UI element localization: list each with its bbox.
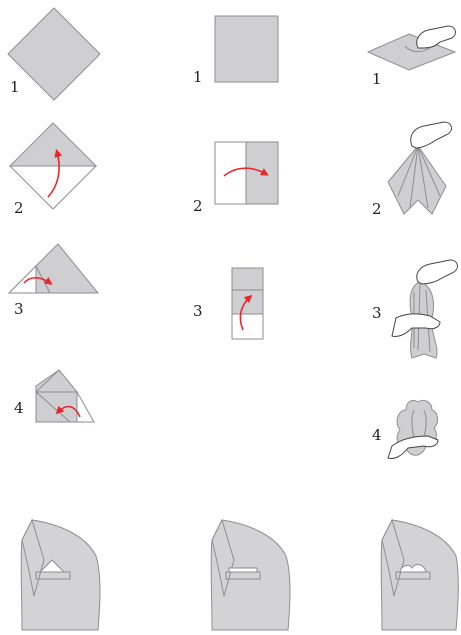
column2-step2: 2 [193, 142, 278, 215]
pocket-square-flat [229, 568, 257, 572]
folded-top [36, 370, 77, 392]
step-number: 4 [372, 426, 382, 444]
step-number: 3 [14, 300, 24, 318]
jacket-triangle-fold [21, 520, 100, 630]
hand-icon [411, 122, 452, 148]
cloth-bottom-band [232, 314, 263, 339]
folded-flap-left [9, 266, 36, 293]
column3-step3: 3 [372, 260, 457, 358]
column3-step2: 2 [372, 122, 451, 218]
folded-flap-right [77, 392, 94, 422]
hand-icon [417, 26, 456, 48]
step-number: 1 [193, 68, 203, 86]
step-number: 2 [372, 200, 382, 218]
step-number: 1 [372, 70, 382, 88]
step-number: 1 [10, 78, 20, 96]
column3-step4: 4 [372, 400, 438, 458]
cloth-upper-half [10, 123, 96, 166]
square-cloth [215, 16, 278, 82]
step-number: 2 [193, 197, 203, 215]
cloth-middle-band [232, 290, 263, 314]
cloth-top-band [232, 268, 263, 290]
column2-step1: 1 [193, 16, 278, 86]
hand-icon [417, 260, 458, 284]
column3-step1: 1 [368, 26, 455, 88]
cloth-left-half [215, 142, 246, 204]
square-cloth-diamond [8, 8, 100, 100]
jacket-puff-fold [381, 520, 458, 630]
column1-step1: 1 [8, 8, 100, 100]
column1-step4: 4 [14, 370, 94, 422]
cloth-right-half [246, 142, 278, 204]
step-number: 3 [372, 304, 382, 322]
column1-step3: 3 [9, 244, 98, 318]
step-number: 4 [14, 399, 24, 417]
step-number: 2 [14, 199, 24, 217]
jacket-flat-fold [211, 520, 290, 630]
column1-step2: 2 [10, 123, 96, 217]
step-number: 3 [193, 302, 203, 320]
column2-step3: 3 [193, 268, 263, 339]
